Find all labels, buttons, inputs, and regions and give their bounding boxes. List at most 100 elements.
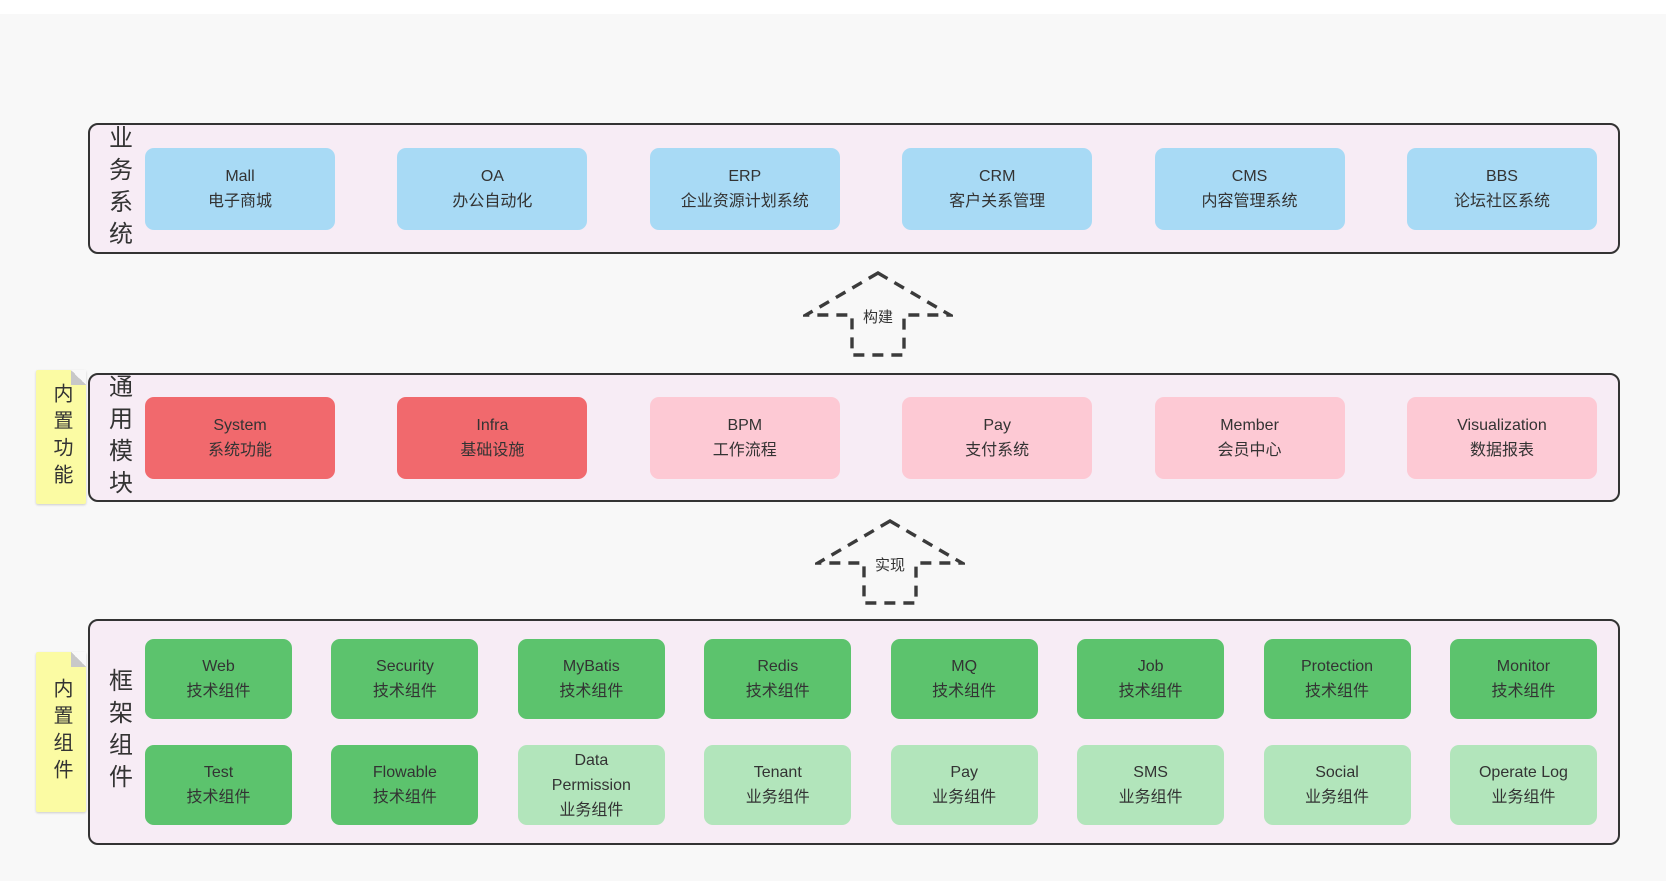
arrow-implement-label: 实现	[871, 549, 909, 580]
layer-label-column: 通用模块	[90, 373, 145, 502]
box-bpm: BPM 工作流程	[649, 396, 840, 479]
box-flowable: Flowable 技术组件	[331, 745, 479, 825]
box-title: Social	[1315, 764, 1359, 781]
arrow-build-label: 构建	[859, 301, 897, 332]
module-boxes-row: System 系统功能 Infra 基础设施 BPM 工作流程 Pay 支付系统…	[145, 375, 1618, 500]
folded-corner-icon	[71, 370, 86, 385]
arrow-up-icon	[803, 271, 953, 357]
box-subtitle: 会员中心	[1217, 441, 1282, 459]
box-title: OA	[480, 167, 504, 185]
box-title: Web	[202, 658, 235, 675]
box-subtitle: 支付系统	[965, 441, 1030, 459]
box-pay-component: Pay 业务组件	[890, 745, 1038, 825]
box-security: Security 技术组件	[331, 639, 479, 719]
box-title: Member	[1220, 416, 1279, 434]
box-subtitle: 技术组件	[559, 683, 624, 700]
box-title: CMS	[1231, 167, 1268, 185]
box-subtitle: 业务组件	[932, 789, 997, 806]
box-subtitle: 技术组件	[186, 789, 251, 806]
box-protection: Protection 技术组件	[1263, 639, 1411, 719]
box-monitor: Monitor 技术组件	[1449, 639, 1597, 719]
box-test: Test 技术组件	[145, 745, 292, 825]
box-mq: MQ 技术组件	[890, 639, 1038, 719]
layer-framework-components: 框架组件 Web 技术组件 Security 技术组件 MyBatis 技术组件…	[88, 619, 1620, 845]
layer-common-modules: 通用模块 System 系统功能 Infra 基础设施 BPM 工作流程 Pay…	[88, 373, 1620, 502]
box-title: Pay	[983, 416, 1011, 434]
box-title: Visualization	[1457, 416, 1547, 434]
box-subtitle: 内容管理系统	[1201, 192, 1298, 210]
box-mall: Mall 电子商城	[145, 147, 335, 230]
box-oa: OA 办公自动化	[397, 147, 588, 230]
box-member: Member 会员中心	[1154, 396, 1345, 479]
box-title: Redis	[757, 658, 799, 675]
layer-label-column: 业务系统	[90, 125, 145, 253]
box-title: Security	[376, 658, 434, 675]
folded-corner-icon	[71, 652, 86, 667]
box-title: Flowable	[372, 764, 437, 781]
box-visualization: Visualization 数据报表	[1406, 396, 1597, 479]
box-job: Job 技术组件	[1077, 639, 1225, 719]
component-boxes-row-1: Web 技术组件 Security 技术组件 MyBatis 技术组件 Redi…	[145, 639, 1597, 719]
business-boxes-row: Mall 电子商城 OA 办公自动化 ERP 企业资源计划系统 CRM 客户关系…	[145, 125, 1618, 252]
box-pay: Pay 支付系统	[902, 396, 1093, 479]
box-social: Social 业务组件	[1263, 745, 1411, 825]
box-title: MQ	[951, 658, 978, 675]
box-title: Mall	[225, 167, 255, 185]
sticky-note-builtin-features: 内置功能	[36, 370, 86, 504]
box-subtitle: 业务组件	[1305, 789, 1370, 806]
box-subtitle: 技术组件	[372, 789, 437, 806]
box-subtitle: 系统功能	[207, 441, 272, 459]
box-title: SMS	[1133, 764, 1168, 781]
box-subtitle: 客户关系管理	[949, 192, 1046, 210]
note-label-builtin-components: 内置组件	[50, 678, 72, 786]
box-title: System	[213, 416, 267, 434]
box-system: System 系统功能	[145, 396, 335, 479]
box-title: BPM	[727, 416, 763, 434]
box-title: BBS	[1485, 167, 1518, 185]
box-subtitle: 论坛社区系统	[1453, 192, 1550, 210]
box-infra: Infra 基础设施	[397, 396, 588, 479]
box-erp: ERP 企业资源计划系统	[649, 147, 840, 230]
arrow-up-icon	[815, 519, 965, 605]
box-subtitle: 电子商城	[207, 192, 272, 210]
box-subtitle: 技术组件	[1118, 683, 1183, 700]
box-subtitle: 技术组件	[1491, 683, 1556, 700]
box-subtitle: 业务组件	[1491, 789, 1556, 806]
box-sms: SMS 业务组件	[1077, 745, 1225, 825]
box-subtitle: 技术组件	[186, 683, 251, 700]
box-subtitle: 业务组件	[1118, 789, 1183, 806]
box-mybatis: MyBatis 技术组件	[517, 639, 665, 719]
box-title: ERP	[728, 167, 762, 185]
note-label-builtin-features: 内置功能	[50, 383, 72, 491]
box-title: Protection	[1301, 658, 1374, 675]
box-subtitle: 技术组件	[745, 683, 810, 700]
box-operate-log: Operate Log 业务组件	[1449, 745, 1597, 825]
box-subtitle: 数据报表	[1469, 441, 1534, 459]
layer-business-systems: 业务系统 Mall 电子商城 OA 办公自动化 ERP 企业资源计划系统 CRM…	[88, 123, 1620, 254]
box-subtitle: 企业资源计划系统	[680, 192, 809, 210]
layer-label-framework-components: 框架组件	[104, 668, 132, 796]
box-subtitle: 业务组件	[559, 801, 624, 819]
box-title: Data Permission	[551, 751, 631, 794]
box-title: Tenant	[753, 764, 802, 781]
box-title: Job	[1137, 658, 1164, 675]
box-data-permission: Data Permission 业务组件	[517, 745, 665, 825]
box-subtitle: 技术组件	[372, 683, 437, 700]
box-bbs: BBS 论坛社区系统	[1406, 147, 1597, 230]
box-title: Monitor	[1496, 658, 1551, 675]
arrow-up-build: 构建	[803, 271, 953, 357]
box-title: Infra	[476, 416, 509, 434]
box-cms: CMS 内容管理系统	[1154, 147, 1345, 230]
box-title: Operate Log	[1478, 764, 1568, 781]
layer-label-column: 框架组件	[90, 621, 145, 843]
box-subtitle: 技术组件	[932, 683, 997, 700]
component-boxes-row-2: Test 技术组件 Flowable 技术组件 Data Permission …	[145, 745, 1597, 825]
layer-label-common-modules: 通用模块	[104, 373, 132, 502]
box-web: Web 技术组件	[145, 639, 292, 719]
box-subtitle: 技术组件	[1305, 683, 1370, 700]
sticky-note-builtin-components: 内置组件	[36, 652, 86, 812]
box-subtitle: 业务组件	[745, 789, 810, 806]
box-subtitle: 工作流程	[712, 441, 777, 459]
box-redis: Redis 技术组件	[704, 639, 852, 719]
